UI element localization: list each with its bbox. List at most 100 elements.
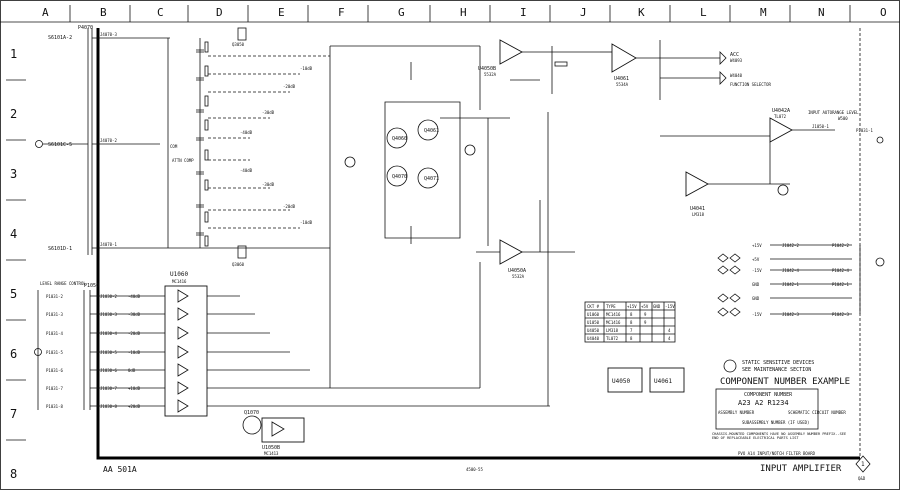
u4050-power-box	[607, 367, 643, 393]
range-title: LEVEL RANGE CONTROL	[40, 281, 86, 286]
p4070-label: P4070	[78, 25, 93, 31]
schematic-text: CKT #	[587, 304, 600, 309]
row-4: 4	[10, 227, 17, 241]
schematic-text: 9	[644, 312, 647, 317]
row-3: 3	[10, 167, 17, 181]
row-6: 6	[10, 347, 17, 361]
schematic-text: U4040	[587, 336, 600, 341]
schematic-text: -10dB	[300, 66, 313, 71]
col-b: B	[100, 6, 107, 19]
row-5: 5	[10, 287, 17, 301]
schematic-text: P1031-7	[46, 386, 63, 391]
schematic-text: J4070-3	[100, 32, 117, 37]
schematic-text: J1030-2	[100, 294, 117, 299]
col-f: F	[338, 6, 345, 19]
schematic-text: P1031-1	[856, 128, 873, 133]
op-amp-u4050b: U4050B 5532A	[478, 39, 600, 94]
autorange-section: U4042A TL072 U4041 LM318 INPUT AUTORANGE…	[660, 108, 884, 217]
schematic-text: TYPE	[606, 304, 616, 309]
schematic-text: GND	[653, 304, 661, 309]
row-7: 7	[10, 407, 17, 421]
q3050-label: Q3050	[232, 42, 245, 47]
q4070-label: Q4070	[392, 174, 407, 180]
schematic-text: -20dB	[128, 331, 141, 336]
schematic-text: J1042-1	[782, 282, 799, 287]
schematic-text: J4070-2	[100, 138, 117, 143]
schematic-text: GND	[752, 282, 760, 287]
schematic-text: -40dB	[240, 168, 253, 173]
row-1: 1	[10, 47, 17, 61]
schematic-text: SCHEMATIC CIRCUIT NUMBER	[788, 410, 846, 415]
row-2: 2	[10, 107, 17, 121]
schematic-text: U4061	[654, 378, 672, 385]
schematic-text: J1030-3	[100, 312, 117, 317]
schematic-text: 5534A	[616, 82, 629, 87]
input-fet-bridge: Q4060 Q4061 Q4070 Q4071	[344, 46, 510, 244]
col-m: M	[760, 6, 767, 19]
row-8: 8	[10, 467, 17, 481]
schematic-text: 4	[668, 328, 671, 333]
col-k: K	[638, 6, 645, 19]
schematic-text: -15V	[752, 312, 762, 317]
schematic-text: 5532A	[484, 72, 497, 77]
schematic-text: P1031-4	[46, 331, 63, 336]
schematic-text: -40dB	[128, 294, 141, 299]
schematic-text: MC1413	[264, 451, 279, 456]
schematic-text: J1030-7	[100, 386, 117, 391]
col-g: G	[398, 6, 405, 19]
col-j: J	[580, 6, 587, 19]
drawing-title: INPUT AMPLIFIER	[760, 464, 842, 474]
schematic-text: -30dB	[262, 110, 275, 115]
schematic-text: -15V	[752, 268, 762, 273]
schematic-text: -30dB	[262, 182, 275, 187]
col-d: D	[216, 6, 223, 19]
q3060-label: Q3060	[232, 262, 245, 267]
col-h: H	[460, 6, 467, 19]
col-o: O	[880, 6, 887, 19]
schematic-text: W500	[838, 116, 848, 121]
power-connector: +15V J1042-2 P1042-2 -15V J1042-4 P1042-…	[717, 243, 885, 317]
schematic-text: J1030-8	[100, 404, 117, 409]
schematic-text: P1031-3	[46, 312, 63, 317]
col-e: E	[278, 6, 285, 19]
schematic-text: -10dB	[128, 350, 141, 355]
schematic-text: P1042-3	[832, 312, 849, 317]
schematic-text: +15V	[752, 243, 762, 248]
board-label: PVO A14 INPUT/NOTCH FILTER BOARD	[738, 451, 816, 456]
input-top-label: S6101A-2	[48, 35, 72, 41]
schematic-text: P1031-6	[46, 368, 63, 373]
schematic-text: J1042-2	[782, 243, 799, 248]
col-i: I	[520, 6, 527, 19]
schematic-text: LM318	[606, 328, 619, 333]
static-note: STATIC SENSITIVE DEVICES SEE MAINTENANCE…	[723, 359, 814, 373]
schematic-text: LM318	[692, 212, 705, 217]
schematic-text: -10dB	[300, 220, 313, 225]
schematic-text: +5V	[641, 304, 649, 309]
com-label: COM	[170, 144, 178, 149]
input-bot-label: S6101D-1	[48, 246, 72, 252]
op-amp-u4050a: U4050A 5532A	[476, 118, 575, 279]
col-a: A	[42, 6, 49, 19]
input-mid-label: S6101C-5	[48, 142, 72, 148]
q1070-symbol	[242, 415, 262, 435]
schematic-text: P1031-2	[46, 294, 63, 299]
schematic-text: U1050	[587, 320, 600, 325]
u1060-label: U1060	[170, 271, 188, 278]
op-amp-u4061: U4061 5534A ACC W4093 W4040 FUNCTION SEL…	[600, 40, 772, 100]
schematic-text: U4050A	[508, 268, 526, 274]
schematic-text: J1050-1	[812, 124, 829, 129]
schematic-text: 0dB	[128, 368, 136, 373]
schematic-text: W4093	[730, 58, 743, 63]
schematic-text: 7	[630, 328, 633, 333]
attenuator-network: -10dB -20dB -30dB -40dB -40dB -30dB -20d…	[167, 27, 480, 267]
schematic-text: P1042-1	[832, 282, 849, 287]
schematic-text: U4050B	[478, 66, 496, 72]
schematic-text: U4061	[614, 76, 629, 82]
schematic-text: 8	[630, 312, 633, 317]
model-label: AA 501A	[103, 465, 137, 474]
schematic-text: W4040	[730, 73, 743, 78]
schematic-text: P1031-5	[46, 350, 63, 355]
schematic-text: J1030-6	[100, 368, 117, 373]
attn-comp-label: ATTN COMP	[172, 158, 194, 163]
